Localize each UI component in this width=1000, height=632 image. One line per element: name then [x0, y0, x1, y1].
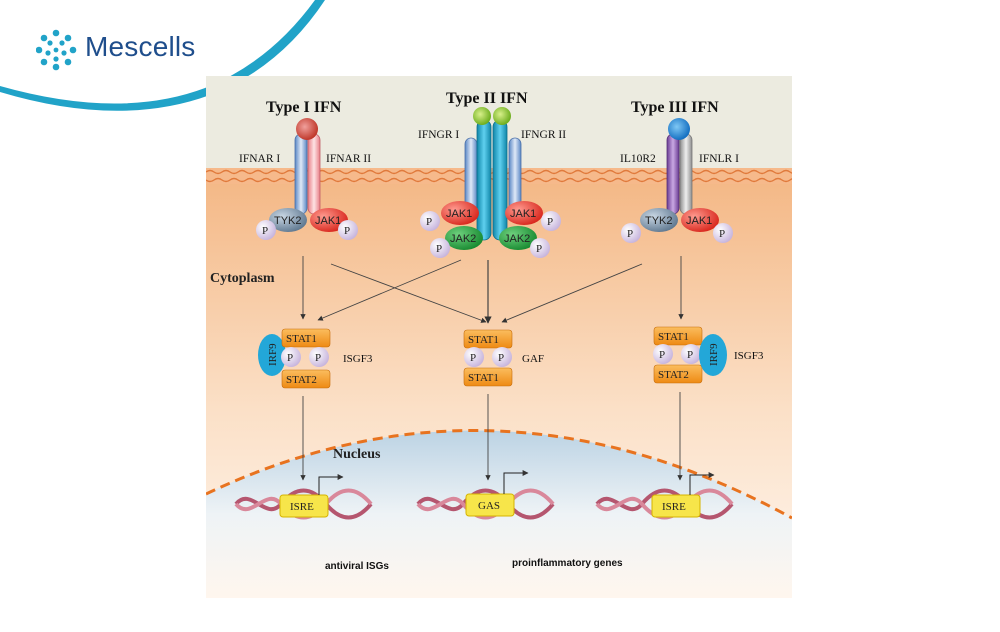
- activation-arrows: [300, 256, 684, 324]
- p-label: P: [547, 216, 553, 228]
- ifngr-ii-label: IFNGR II: [521, 129, 566, 141]
- p-type-iii-left: [621, 223, 641, 243]
- p-type-i-left: [256, 220, 276, 240]
- stat2-right: [653, 364, 703, 384]
- stat1-right: [653, 326, 703, 346]
- type-i-ifn-ligand: [296, 118, 318, 140]
- ifnlr-i-label: IFNLR I: [699, 153, 739, 165]
- type-i-ifn-title: Type I IFN: [266, 99, 342, 116]
- interferon-signaling-diagram: Type I IFN Type II IFN Type III IFN IFNA…: [206, 76, 792, 598]
- p-type-iii-right: [713, 223, 733, 243]
- isre-right-label: ISRE: [662, 501, 686, 513]
- isre-left-box: [279, 494, 329, 518]
- jak2-type-ii-right-label: JAK2: [504, 233, 530, 245]
- p-type-ii-3: [430, 238, 450, 258]
- isgf3-left-label: ISGF3: [343, 353, 373, 365]
- p-type-ii-2: [541, 211, 561, 231]
- type-iii-ifn-ligand: [668, 118, 690, 140]
- stat1-right-label: STAT1: [658, 331, 689, 343]
- type-ii-ifn-title: Type II IFN: [446, 90, 528, 107]
- stat1-gaf-top: [463, 329, 513, 349]
- type-ii-receptor: [464, 107, 522, 241]
- ifnar-i-label: IFNAR I: [239, 153, 280, 165]
- stat1-gaf-top-label: STAT1: [468, 334, 499, 346]
- p-label: P: [627, 228, 633, 240]
- stat1-gaf-bottom: [463, 367, 513, 387]
- tyk2-type-i: [269, 208, 307, 232]
- irf9-right: [699, 334, 727, 376]
- jak1-type-ii-left: [441, 201, 479, 225]
- nucleus-label: Nucleus: [333, 447, 381, 462]
- isgf3-complex-left: [258, 328, 331, 389]
- gas-label: GAS: [478, 500, 500, 512]
- stat2-left-label: STAT2: [286, 374, 317, 386]
- p-label: P: [426, 216, 432, 228]
- type-iii-ifn-title: Type III IFN: [631, 99, 719, 116]
- tyk2-type-i-label: TYK2: [274, 215, 302, 227]
- irf9-left: [258, 334, 286, 376]
- p-label: P: [719, 228, 725, 240]
- p-label: P: [659, 349, 665, 361]
- gas-box: [465, 493, 515, 517]
- antiviral-isgs-label: antiviral ISGs: [325, 561, 389, 572]
- type-i-receptor: [294, 118, 321, 215]
- il10r2-label: IL10R2: [620, 153, 656, 165]
- p-label: P: [536, 243, 542, 255]
- jak2-type-ii-left: [445, 226, 483, 250]
- ifngr-i-label: IFNGR I: [418, 129, 459, 141]
- p-type-i-right: [338, 220, 358, 240]
- p-label: P: [262, 225, 268, 237]
- jak1-type-i-label: JAK1: [315, 215, 341, 227]
- jak1-type-ii-left-label: JAK1: [446, 208, 472, 220]
- gaf-label: GAF: [522, 353, 544, 365]
- p-label: P: [687, 349, 693, 361]
- p-type-ii-1: [420, 211, 440, 231]
- isgf3-complex-right: [653, 326, 727, 384]
- nuclear-envelope: [206, 429, 792, 520]
- dna-helix-center: [416, 488, 555, 520]
- p-label: P: [436, 243, 442, 255]
- proinflammatory-genes-label: proinflammatory genes: [512, 558, 623, 569]
- p-label: P: [315, 352, 321, 364]
- isre-left-label: ISRE: [290, 501, 314, 513]
- type-ii-ifn-ligand-right: [493, 107, 511, 125]
- irf9-left-label: IRF9: [267, 343, 279, 366]
- jak1-type-iii: [681, 208, 719, 232]
- jak1-type-ii-right: [505, 201, 543, 225]
- irf9-right-label: IRF9: [708, 343, 720, 366]
- jak2-type-ii-left-label: JAK2: [450, 233, 476, 245]
- isre-right-box: [651, 494, 701, 518]
- gaf-complex: [463, 329, 513, 387]
- stat1-gaf-bottom-label: STAT1: [468, 372, 499, 384]
- tyk2-type-iii-label: TYK2: [645, 215, 673, 227]
- p-label: P: [470, 352, 476, 364]
- p-label: P: [287, 352, 293, 364]
- jak2-type-ii-right: [499, 226, 537, 250]
- logo-icon: [36, 29, 77, 71]
- nuclear-translocation-arrows: [300, 392, 683, 481]
- p-label: P: [498, 352, 504, 364]
- jak1-type-iii-label: JAK1: [686, 215, 712, 227]
- jak1-type-ii-right-label: JAK1: [510, 208, 536, 220]
- stat1-left-label: STAT1: [286, 333, 317, 345]
- jak1-type-i: [310, 208, 348, 232]
- stat2-left: [281, 369, 331, 389]
- type-ii-ifn-ligand-left: [473, 107, 491, 125]
- type-iii-receptor: [666, 118, 693, 215]
- logo-swoosh: [0, 0, 325, 111]
- stat2-right-label: STAT2: [658, 369, 689, 381]
- cytoplasm-label: Cytoplasm: [210, 271, 275, 286]
- p-type-ii-4: [530, 238, 550, 258]
- p-label: P: [344, 225, 350, 237]
- tyk2-type-iii: [640, 208, 678, 232]
- isgf3-right-label: ISGF3: [734, 350, 764, 362]
- transcription-start-arrows: [318, 470, 715, 495]
- stat1-left: [281, 328, 331, 348]
- brand-name: Mescells: [85, 31, 196, 62]
- ifnar-ii-label: IFNAR II: [326, 153, 371, 165]
